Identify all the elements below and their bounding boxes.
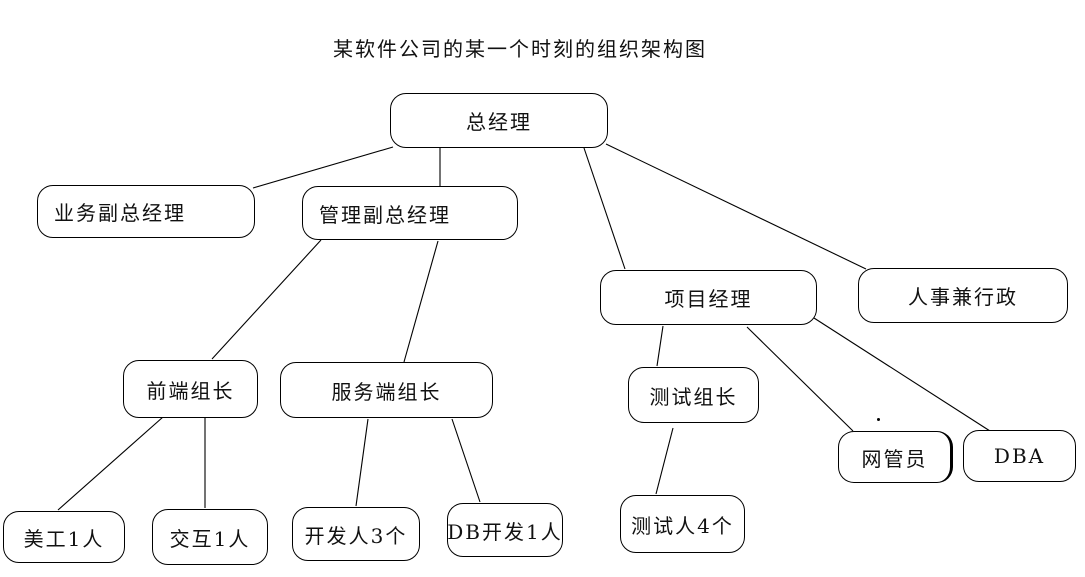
org-node-hr-and-admin: 人事兼行政 [858,268,1068,323]
org-node-artist-1: 美工1人 [3,511,125,563]
org-node-general-manager: 总经理 [390,93,608,148]
org-node-test-lead: 测试组长 [628,367,759,423]
org-node-developers-3: 开发人3个 [292,507,420,561]
org-node-dba: DBA [963,430,1076,482]
org-node-network-admin: 网管员 [838,431,953,483]
diagram-title: 某软件公司的某一个时刻的组织架构图 [333,37,707,61]
org-node-db-developer-1: DB开发1人 [447,503,563,557]
org-node-testers-4: 测试人4个 [620,495,745,553]
stray-dot [877,418,880,421]
org-node-business-deputy-gm: 业务副总经理 [37,185,255,238]
org-node-management-deputy-gm: 管理副总经理 [302,186,518,240]
org-node-server-side-lead: 服务端组长 [280,362,493,418]
org-node-frontend-lead: 前端组长 [123,360,258,418]
org-node-interaction-1: 交互1人 [152,509,268,565]
org-node-project-manager: 项目经理 [600,270,817,325]
